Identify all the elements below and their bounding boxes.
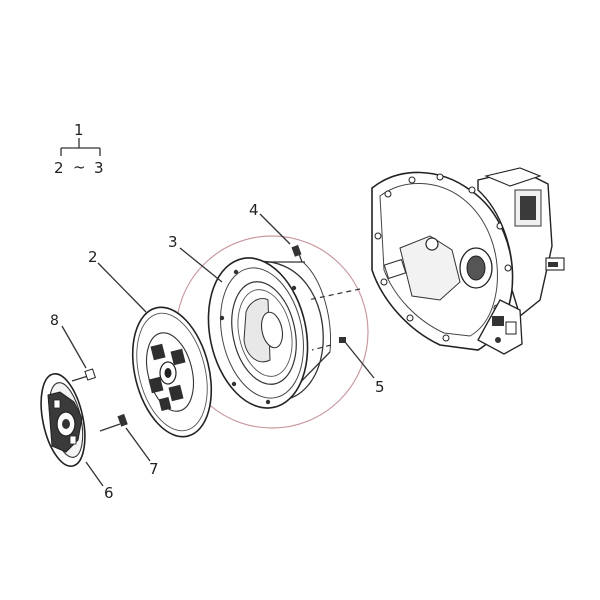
leader-7 [125, 427, 151, 462]
part-group-tree: 1 2 ~ 3 [54, 121, 104, 177]
alignment-line-lower [311, 344, 332, 351]
callout-5: 5 [375, 378, 385, 396]
callout-2: 2 [88, 248, 98, 266]
alignment-line-upper [307, 288, 361, 301]
tree-label-sep: ~ [73, 158, 86, 176]
callout-7: 7 [149, 460, 159, 478]
part-5-bolt [339, 337, 346, 343]
part-7-bolt [99, 413, 128, 432]
callout-6: 6 [104, 484, 114, 502]
part-2-clutch-disc [131, 306, 213, 438]
tree-label-left: 2 [54, 159, 64, 177]
leader-4 [259, 213, 291, 245]
part-4-bolt [291, 244, 303, 263]
callout-4: 4 [249, 201, 259, 219]
leader-6 [85, 461, 104, 487]
transmission-housing [371, 167, 565, 355]
leader-5 [344, 341, 375, 379]
leader-8 [61, 325, 87, 369]
part-6-hub [40, 373, 86, 467]
leader-2 [97, 262, 147, 313]
tree-label-top: 1 [74, 121, 84, 139]
tree-label-right: 3 [94, 159, 104, 177]
leader-3 [179, 247, 223, 283]
callout-8: 8 [50, 313, 59, 329]
part-8-pin [71, 368, 96, 382]
callout-3: 3 [168, 233, 178, 251]
part-3-pressure-plate [207, 257, 331, 409]
